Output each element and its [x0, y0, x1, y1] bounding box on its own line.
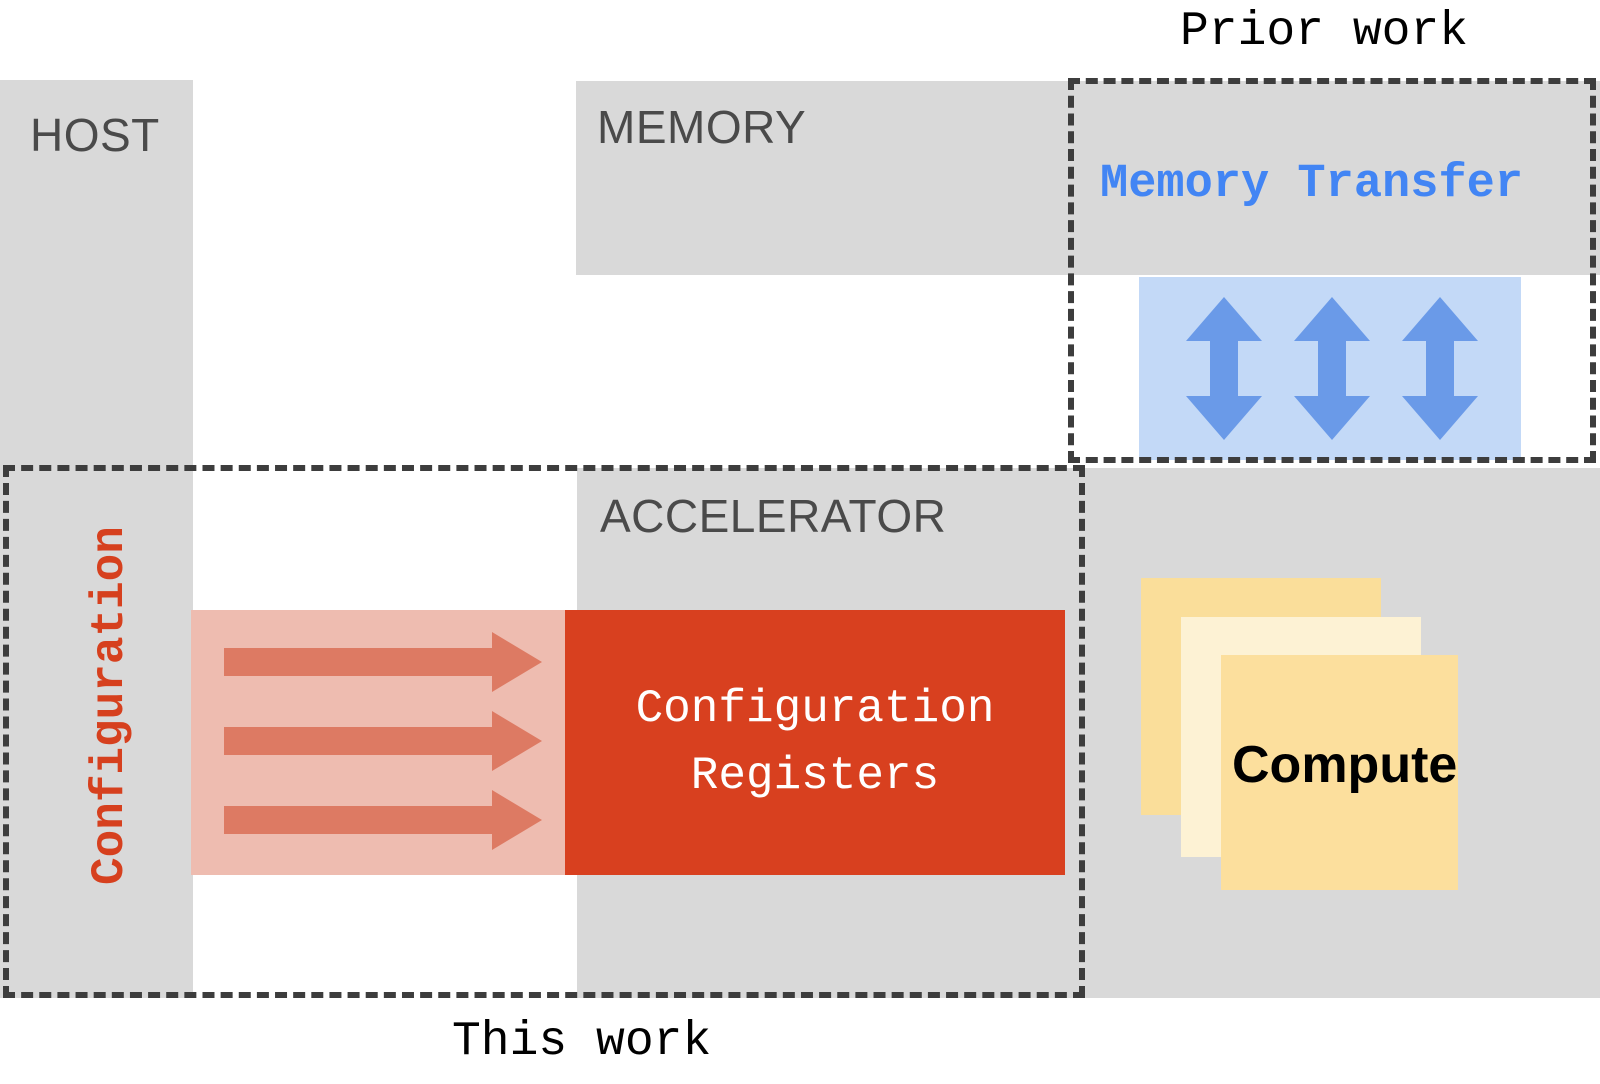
prior-work-top-gray [1064, 81, 1600, 275]
this-work-caption: This work [452, 1015, 712, 1069]
compute-card-front [1221, 655, 1458, 890]
configuration-arrow-2 [224, 711, 542, 771]
host-title: HOST [30, 109, 160, 161]
prior-work-caption: Prior work [1180, 5, 1469, 59]
configuration-vertical-label: Configuration [84, 526, 136, 885]
memory-transfer-arrow-3 [1402, 297, 1478, 440]
memory-title: MEMORY [597, 101, 807, 153]
configuration-registers-box: Configuration Registers [565, 610, 1065, 875]
memory-block [576, 81, 1064, 275]
compute-label: Compute [1232, 736, 1458, 794]
memory-transfer-arrow-1 [1186, 297, 1262, 440]
host-block [0, 80, 193, 998]
accelerator-title: ACCELERATOR [600, 490, 947, 542]
memory-transfer-label: Memory Transfer [1100, 158, 1524, 211]
configuration-arrow-3 [224, 790, 542, 850]
memory-transfer-arrow-2 [1294, 297, 1370, 440]
configuration-registers-label: Configuration Registers [635, 682, 995, 802]
configuration-arrow-1 [224, 632, 542, 692]
